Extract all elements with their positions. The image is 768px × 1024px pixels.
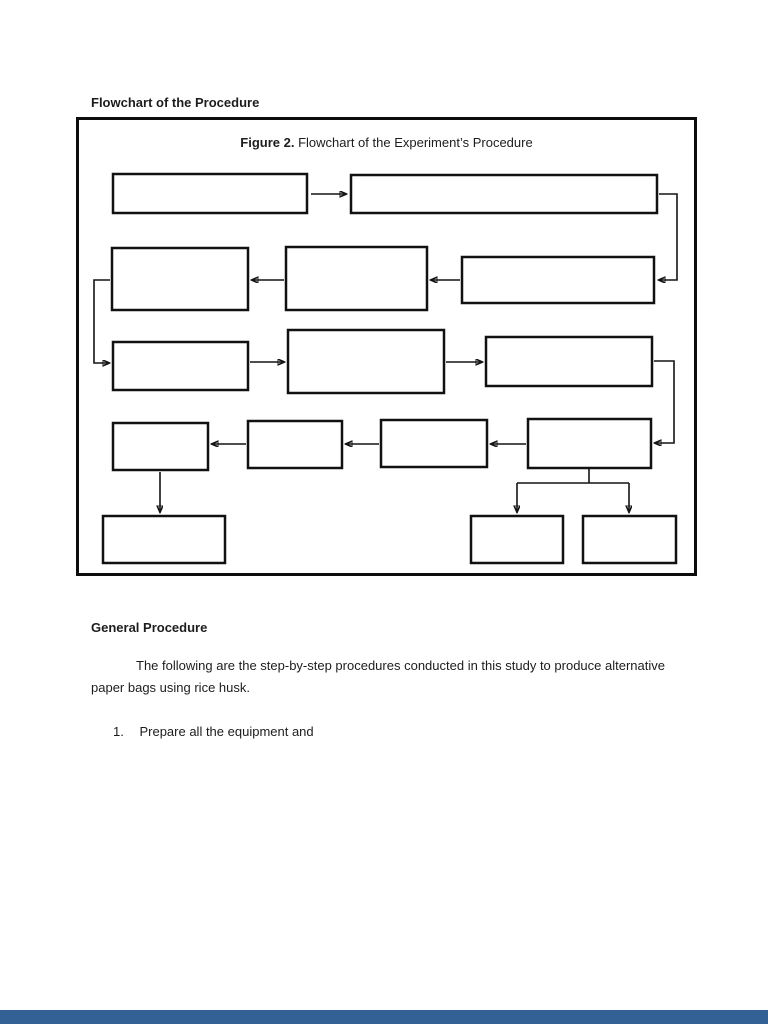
- flowchart-figure: Figure 2. Flowchart of the Experiment’s …: [76, 117, 697, 576]
- flow-box-9: [526, 417, 653, 470]
- numbered-list-item: 1. Prepare all the equipment and: [113, 724, 314, 739]
- flow-box-15: [581, 514, 678, 565]
- section-heading: General Procedure: [91, 620, 208, 635]
- flow-box-6: [111, 340, 250, 392]
- connector-box8-box9: [654, 360, 675, 443]
- viewer-footer-bar: [0, 1010, 768, 1024]
- figure-caption: Figure 2. Flowchart of the Experiment’s …: [79, 135, 694, 150]
- flow-box-5: [110, 246, 250, 312]
- flow-box-3: [460, 255, 656, 305]
- flow-box-7: [286, 328, 446, 395]
- list-item-text: Prepare all the equipment and: [139, 724, 314, 739]
- paragraph-line-2: paper bags using rice husk.: [91, 680, 250, 695]
- list-item-number: 1.: [113, 724, 124, 739]
- flow-box-2: [349, 173, 659, 215]
- figure-caption-label: Figure 2.: [240, 135, 295, 150]
- flow-box-14: [469, 514, 565, 565]
- flow-box-11: [246, 419, 344, 470]
- figure-caption-text: Flowchart of the Experiment’s Procedure: [294, 135, 533, 150]
- connector-box2-box3: [659, 193, 678, 280]
- flow-box-12: [111, 421, 210, 472]
- flow-box-10: [379, 418, 489, 469]
- flow-box-4: [284, 245, 429, 312]
- flow-box-13: [101, 514, 227, 565]
- page-title: Flowchart of the Procedure: [91, 95, 260, 110]
- flow-box-8: [484, 335, 654, 388]
- flowchart-canvas: [93, 172, 678, 565]
- flow-box-1: [111, 172, 309, 215]
- paragraph-line-1: The following are the step-by-step proce…: [136, 658, 665, 673]
- intro-paragraph: The following are the step-by-step proce…: [91, 655, 681, 699]
- connector-box5-box6: [93, 279, 110, 363]
